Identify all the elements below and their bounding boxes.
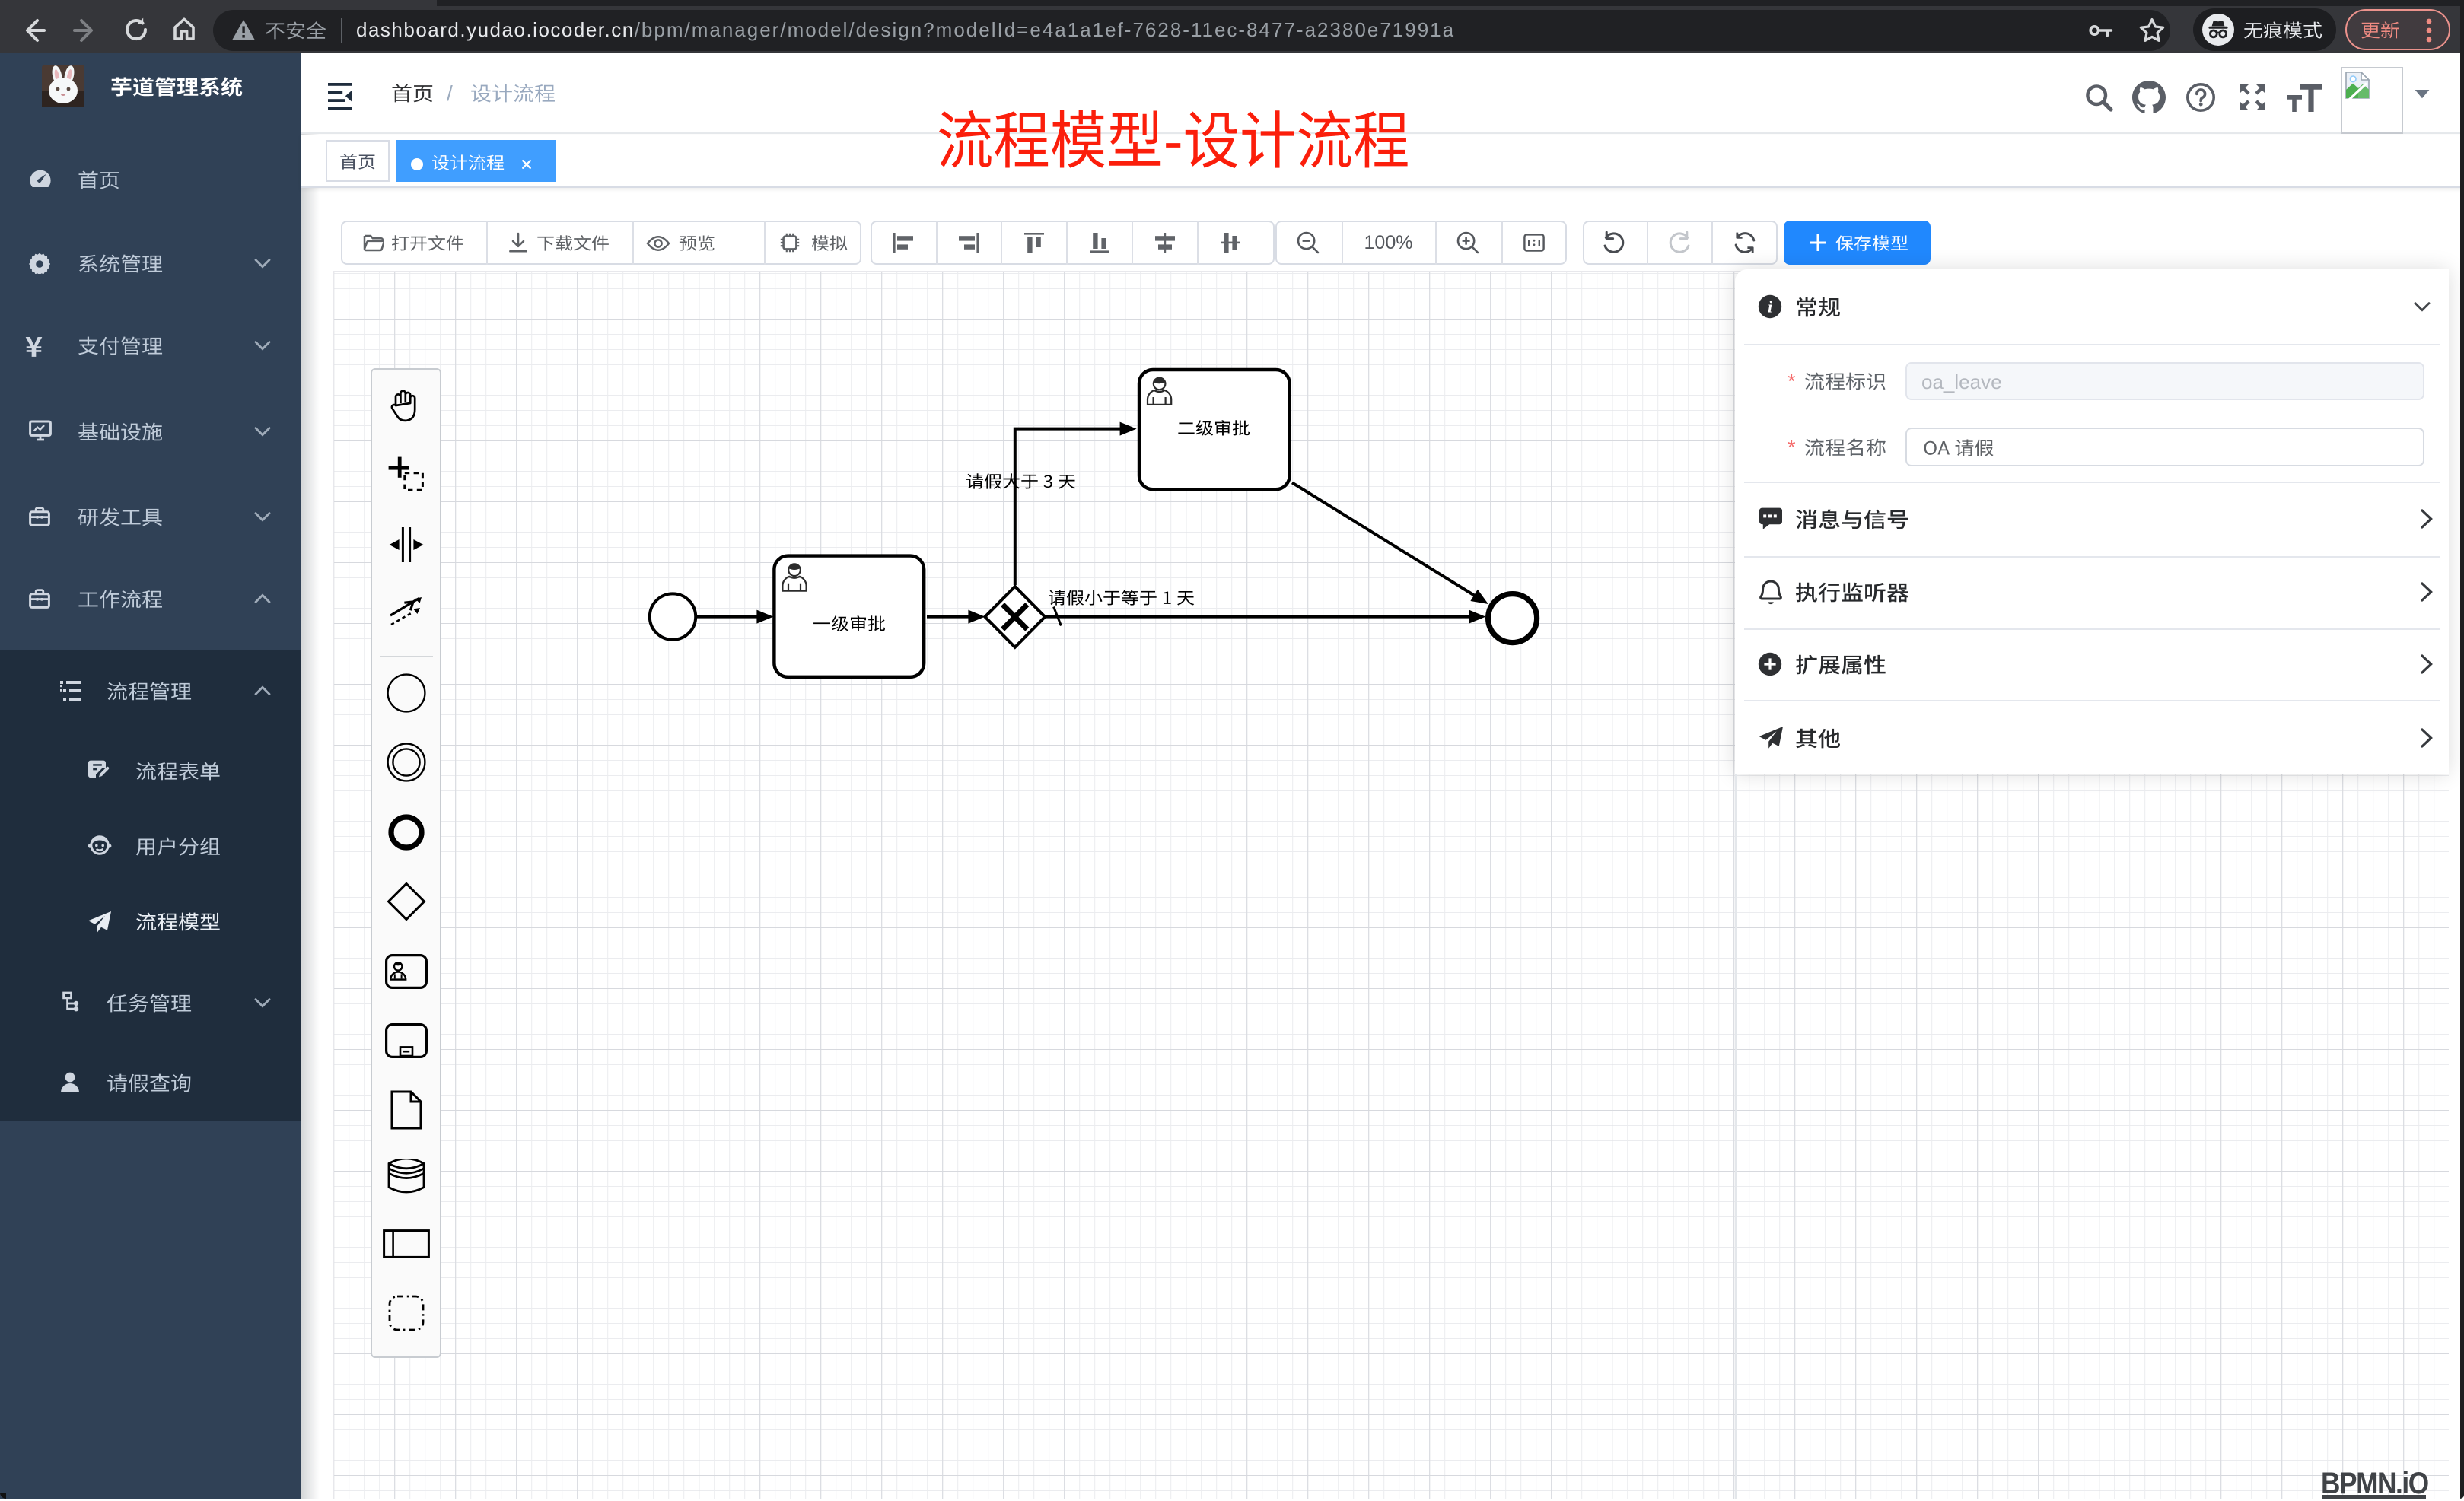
svg-text:i: i [1768,297,1773,316]
